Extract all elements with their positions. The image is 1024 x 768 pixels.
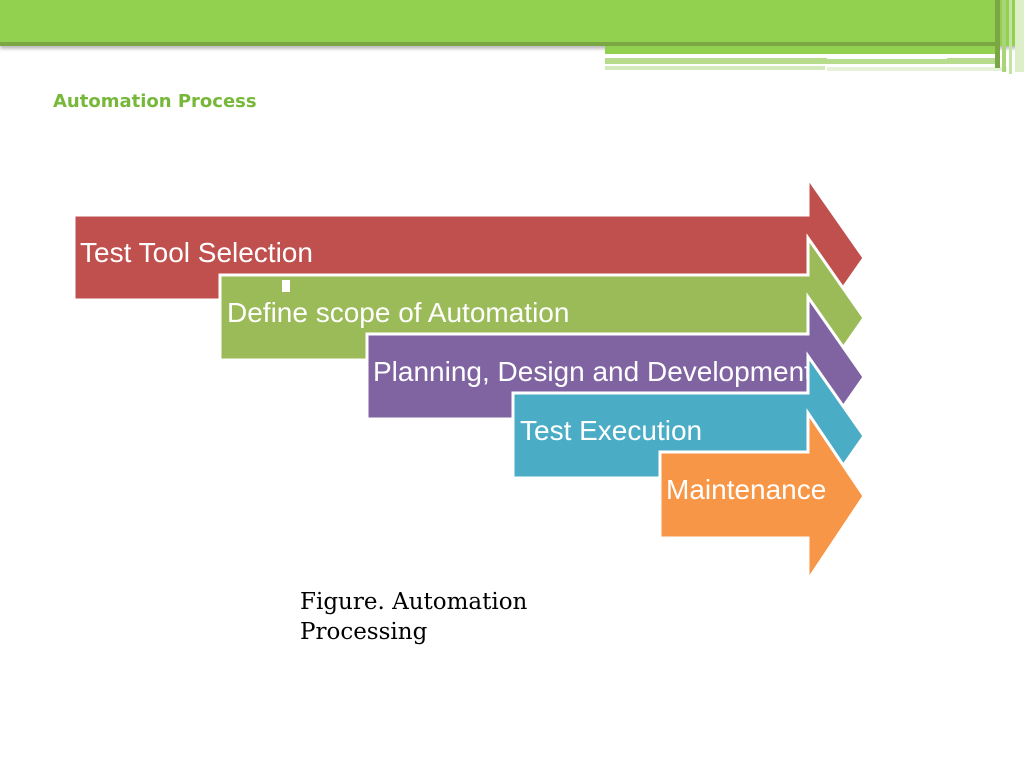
header-band-shadow [0,42,1000,46]
slide-title: Automation Process [53,91,257,112]
decor-stripe [827,56,947,59]
decor-stripe [995,0,1000,68]
header-band [0,0,1024,46]
step-label-2: Define scope of Automation [227,297,569,328]
step-label-3: Planning, Design and Development [373,356,812,387]
step-label-4: Test Execution [520,415,702,446]
step-arrow-5-shape [658,408,866,585]
step-label-1: Test Tool Selection [80,237,313,268]
decor-stripe [605,46,1000,54]
decor-stripe [827,67,1007,71]
decor-stripe [1015,0,1024,72]
decor-stripe [605,66,825,70]
decor-stripe [605,58,1000,64]
cursor-mark [282,280,290,292]
decor-stripe [1002,0,1006,72]
step-label-5: Maintenance [666,474,826,505]
step-arrow-5: Maintenance [658,408,866,585]
decor-stripe [1009,0,1012,74]
figure-caption: Figure. Automation Processing [300,589,528,645]
